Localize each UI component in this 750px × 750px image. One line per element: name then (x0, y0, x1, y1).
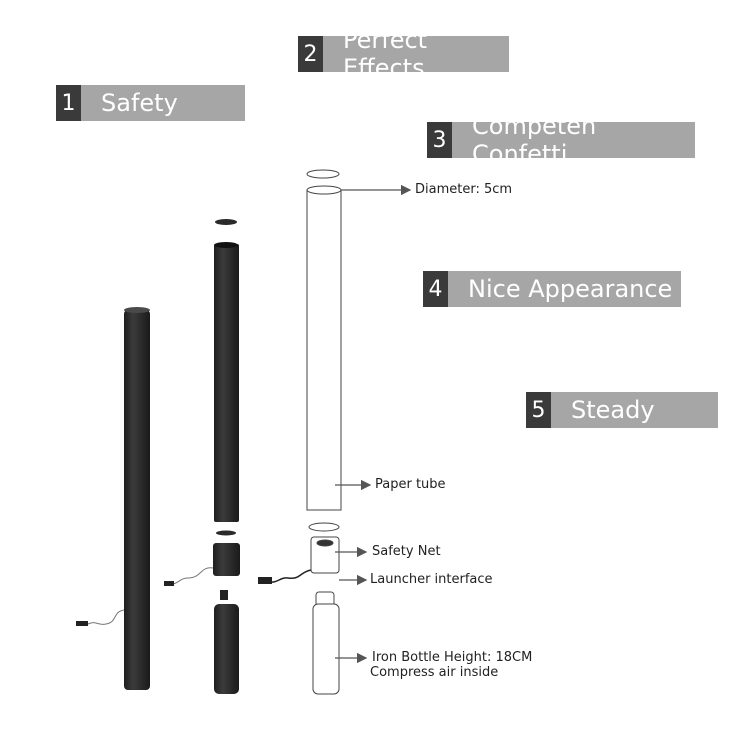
cap-disc-icon (215, 219, 237, 225)
badge-number: 2 (298, 36, 323, 72)
wire-icon (87, 609, 125, 625)
outline-iron-bottle (312, 603, 340, 695)
feature-badge-safety: 1 Safety (56, 85, 245, 121)
plug-icon (164, 581, 174, 586)
badge-number: 3 (427, 122, 452, 158)
assembled-tube (76, 307, 150, 690)
badge-number: 5 (526, 392, 551, 428)
badge-label: Safety (81, 85, 245, 121)
safety-net-label: Safety Net (372, 544, 441, 559)
badge-label: Perfect Effects (323, 26, 509, 82)
dark-iron-bottle (214, 604, 239, 694)
iron-bottle-label: Iron Bottle Height: 18CM (372, 650, 533, 665)
badge-label: Competen Confetti (452, 112, 695, 168)
feature-badge-appearance: 4 Nice Appearance (423, 271, 681, 307)
plug-icon (258, 577, 272, 584)
feature-badge-perfect-effects: 2 Perfect Effects (298, 26, 509, 82)
dark-paper-tube (214, 244, 239, 522)
badge-label: Nice Appearance (448, 271, 681, 307)
outline-paper-tube (306, 189, 342, 511)
net-ring-icon (308, 522, 340, 532)
badge-number: 1 (56, 85, 81, 121)
feature-badge-confetti: 3 Competen Confetti (427, 112, 695, 168)
badge-number: 4 (423, 271, 448, 307)
dark-net-holder (213, 543, 240, 576)
cap-ring-icon (306, 169, 340, 179)
exploded-dark-parts (164, 219, 240, 694)
exploded-outline-parts (306, 169, 342, 695)
feature-badge-steady: 5 Steady (526, 392, 718, 428)
launcher-interface-label: Launcher interface (370, 572, 493, 587)
valve-icon (220, 590, 228, 600)
net-disc-icon (216, 530, 236, 536)
callout-arrows (335, 184, 412, 664)
plug-icon (76, 621, 88, 626)
diameter-label: Diameter: 5cm (415, 182, 513, 197)
badge-label: Steady (551, 392, 718, 428)
paper-tube-label: Paper tube (375, 477, 446, 492)
outline-net-holder (310, 536, 340, 574)
compress-air-label: Compress air inside (370, 665, 499, 680)
